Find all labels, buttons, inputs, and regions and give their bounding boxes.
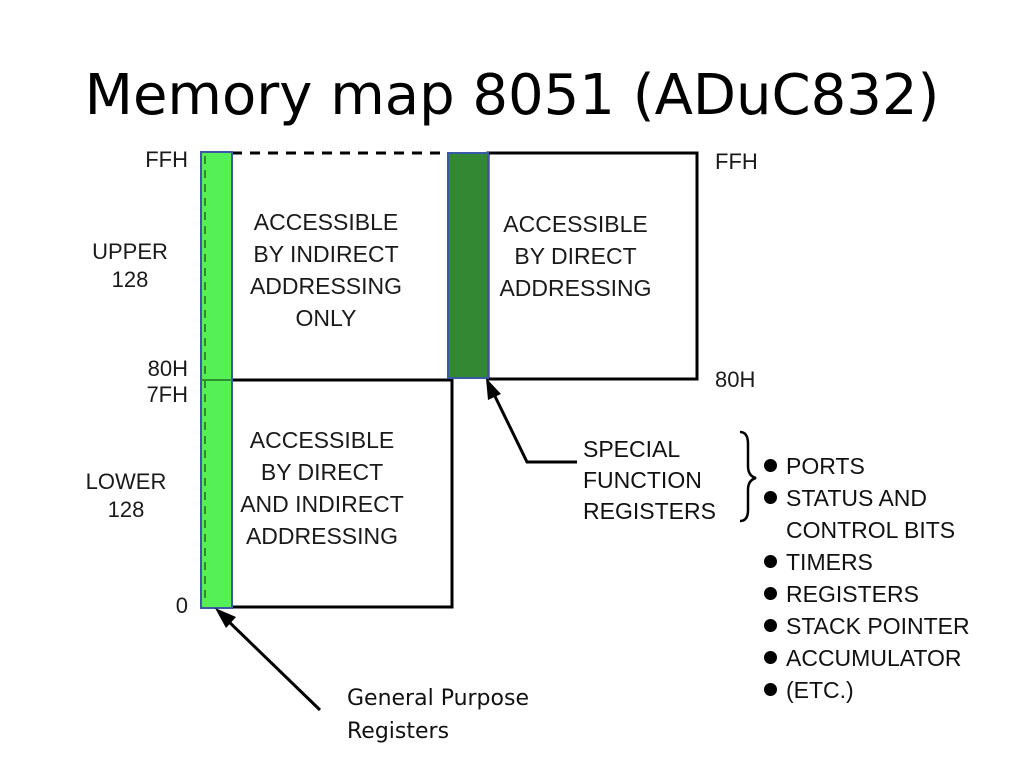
lower-128-label-line2: 128 [107, 497, 145, 522]
slide-title: Memory map 8051 (ADuC832) [84, 63, 940, 128]
list-item-text: TIMERS [786, 549, 873, 575]
sfr-arrowhead [486, 378, 501, 400]
sfr-label-line: SPECIAL [583, 436, 681, 462]
special-function-registers-label: SPECIAL FUNCTION REGISTERS [583, 434, 716, 527]
left-7fh-label: 7FH [146, 382, 188, 407]
list-item: STATUS AND CONTROL BITS [762, 482, 970, 546]
sfr-direct-block-text: ACCESSIBLE BY DIRECT ADDRESSING [488, 208, 663, 304]
upper-block-line: BY INDIRECT [253, 241, 399, 267]
list-item-text: STATUS AND [786, 485, 927, 511]
gpr-label-line: Registers [347, 719, 450, 744]
bullet-icon [764, 491, 777, 504]
bullet-icon [764, 619, 777, 632]
list-item-text: REGISTERS [786, 581, 919, 607]
list-item: STACK POINTER [762, 610, 970, 642]
lower-direct-indirect-block-text: ACCESSIBLE BY DIRECT AND INDIRECT ADDRES… [228, 424, 416, 552]
list-item-text: (ETC.) [786, 677, 854, 703]
list-item-text: PORTS [786, 453, 865, 479]
right-80h-label: 80H [715, 367, 756, 392]
list-item: (ETC.) [762, 674, 970, 706]
list-item: ACCUMULATOR [762, 642, 970, 674]
sfr-block-line: BY DIRECT [514, 243, 637, 269]
bullet-icon [764, 555, 777, 568]
upper-128-label-line2: 128 [111, 267, 149, 292]
lower-128-label-line1: LOWER [85, 469, 167, 494]
lower-block-line: ACCESSIBLE [249, 427, 395, 453]
gpr-arrowhead [215, 608, 236, 628]
upper-block-line: ONLY [295, 305, 357, 331]
list-item-text: ACCUMULATOR [786, 645, 962, 671]
gpr-label-line: General Purpose [347, 686, 529, 711]
bullet-icon [764, 459, 777, 472]
sfr-block-line: ADDRESSING [499, 275, 652, 301]
bullet-icon [764, 683, 777, 696]
special-function-registers-bar [447, 152, 489, 379]
bullet-icon [764, 587, 777, 600]
sfr-label-line: REGISTERS [583, 498, 716, 524]
left-80h-label: 80H [147, 356, 188, 381]
sfr-brace [739, 430, 757, 523]
lower-block-line: ADDRESSING [245, 523, 399, 549]
list-item: REGISTERS [762, 578, 970, 610]
sfr-arrow-line [488, 385, 577, 464]
sfr-block-line: ACCESSIBLE [503, 211, 648, 237]
general-purpose-registers-label: General Purpose Registers [347, 682, 529, 748]
list-item-text: CONTROL BITS [786, 517, 956, 543]
lower-block-line: AND INDIRECT [240, 491, 404, 517]
lower-block-outline [232, 378, 454, 609]
list-item: PORTS [762, 450, 970, 482]
sfr-contents-list: PORTS STATUS AND CONTROL BITS TIMERS REGI… [762, 450, 970, 706]
bullet-icon [764, 651, 777, 664]
list-item-text: STACK POINTER [786, 613, 970, 639]
right-ffh-label: FFH [715, 149, 758, 174]
upper-indirect-block-text: ACCESSIBLE BY INDIRECT ADDRESSING ONLY [236, 206, 416, 334]
lower-block-line: BY DIRECT [260, 459, 384, 485]
upper-block-line: ACCESSIBLE [253, 209, 399, 235]
gpr-arrow-line [222, 615, 322, 712]
left-zero-label: 0 [175, 593, 188, 618]
upper-128-label-line1: UPPER [92, 239, 168, 264]
list-item: TIMERS [762, 546, 970, 578]
upper-block-line: ADDRESSING [249, 273, 403, 299]
sfr-label-line: FUNCTION [583, 467, 702, 493]
left-ffh-label: FFH [145, 147, 188, 172]
